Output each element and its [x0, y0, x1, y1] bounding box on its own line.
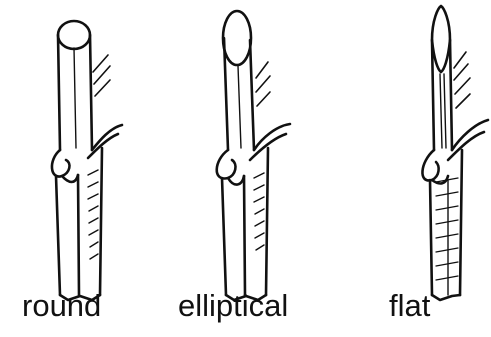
flat-stem-drawing: [422, 6, 488, 300]
label-flat: flat: [389, 286, 430, 326]
elliptical-stem-drawing: [217, 11, 290, 300]
label-elliptical: elliptical: [178, 286, 288, 326]
label-round: round: [22, 286, 101, 326]
elliptical-top-icon: [223, 11, 251, 65]
round-top-icon: [58, 21, 90, 49]
flat-top-icon: [432, 6, 450, 72]
round-stem-drawing: [52, 21, 122, 300]
